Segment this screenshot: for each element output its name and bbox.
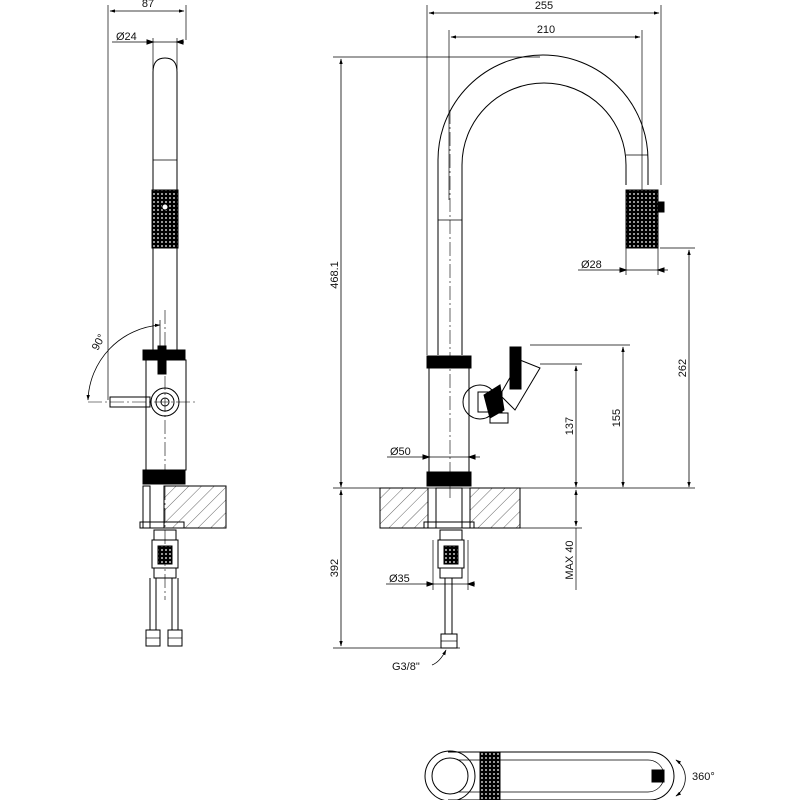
side-deck-section	[163, 485, 227, 529]
front-spout-inner	[461, 82, 627, 355]
dim-total-height-label: 468.1	[329, 261, 341, 289]
front-deck-right	[469, 487, 521, 529]
dim-connection-label: G3/8"	[392, 661, 420, 673]
dim-outlet-height-label: 262	[677, 359, 689, 377]
dim-spout-reach: 210	[448, 24, 643, 200]
dim-width-label: 87	[142, 0, 154, 10]
side-base-ring	[142, 469, 186, 485]
dim-spout-reach-label: 210	[537, 24, 555, 36]
dim-outlet-diameter-label: Ø28	[581, 259, 602, 271]
dim-lever-height: 155	[530, 344, 630, 488]
dim-below-deck-label: 392	[329, 559, 341, 577]
dim-outlet-height: 262	[660, 247, 695, 488]
dim-overall-reach-label: 255	[535, 0, 553, 12]
side-body	[145, 359, 187, 471]
dim-connection: G3/8"	[392, 649, 447, 673]
dim-outlet-diameter: Ø28	[578, 259, 668, 273]
front-body	[428, 367, 470, 473]
front-lever-cap	[483, 384, 505, 419]
dim-spout-diameter: Ø24	[112, 31, 184, 70]
dim-max-deck: MAX 40	[520, 489, 582, 590]
dim-handle-height: 137	[540, 363, 582, 488]
dim-lever-height-label: 155	[611, 409, 623, 427]
side-view: 87 Ø24 90°	[86, 0, 227, 647]
top-spout-outline	[448, 751, 675, 800]
front-spout-outer	[437, 54, 649, 355]
dim-max-deck-label: MAX 40	[564, 540, 576, 579]
top-view: 360°	[424, 750, 715, 800]
dim-shank-diameter-label: Ø35	[389, 573, 410, 585]
front-base-ring	[426, 471, 472, 487]
front-deck-left	[379, 487, 429, 529]
dim-rotation: 360°	[675, 759, 715, 797]
side-lever-handle	[109, 396, 151, 408]
front-top-ring	[426, 355, 472, 369]
dim-lever-angle-label: 90°	[90, 332, 108, 352]
front-knurled-head	[625, 189, 659, 249]
dim-rotation-label: 360°	[692, 771, 715, 783]
top-lever	[479, 751, 501, 800]
dim-overall-reach: 255	[426, 0, 662, 355]
dim-handle-height-label: 137	[564, 417, 576, 435]
dim-below-deck: 392	[329, 489, 460, 649]
dim-total-height: 468.1	[329, 56, 540, 488]
top-body-circle	[424, 750, 476, 800]
dim-body-diameter: Ø50	[387, 446, 480, 460]
front-view: 255 210 468.1 Ø28	[329, 0, 695, 673]
dim-body-diameter-label: Ø50	[390, 446, 411, 458]
dim-spout-diameter-label: Ø24	[116, 31, 137, 43]
side-knurled-head	[151, 189, 179, 249]
side-spout-tube	[152, 57, 178, 355]
dim-shank-diameter: Ø35	[386, 540, 475, 590]
